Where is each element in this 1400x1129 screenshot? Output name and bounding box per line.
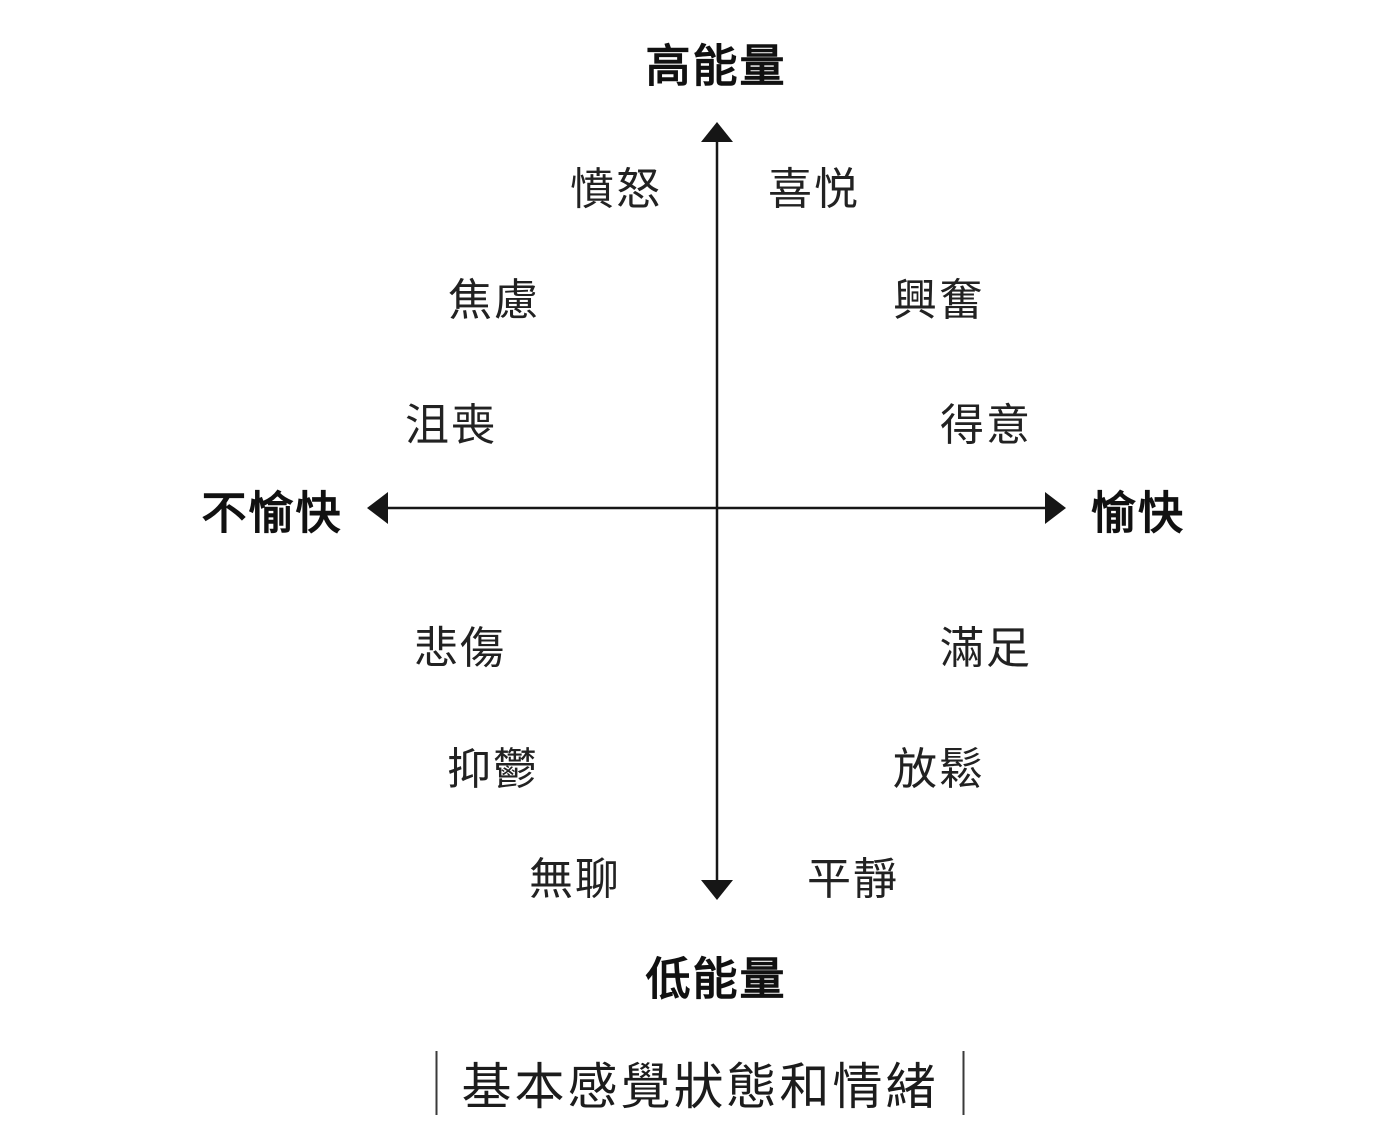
axis-label-unpleasant: 不愉快 (201, 487, 343, 539)
emotion-contentment: 滿足 (940, 624, 1032, 673)
left-arrowhead-icon (367, 492, 388, 524)
emotion-depression: 抑鬱 (447, 745, 539, 794)
emotion-frustration: 沮喪 (405, 401, 497, 450)
axis-label-high-energy: 高能量 (645, 40, 787, 92)
caption-divider-right (962, 1051, 965, 1115)
emotion-pride: 得意 (940, 401, 1032, 450)
axis-label-pleasant: 愉快 (1090, 487, 1186, 539)
caption: 基本感覺狀態和情緒 (435, 1047, 965, 1119)
emotion-anxiety: 焦慮 (448, 276, 540, 325)
emotion-anger: 憤怒 (570, 165, 662, 214)
up-arrowhead-icon (701, 122, 733, 142)
emotion-relaxation: 放鬆 (893, 745, 985, 794)
axis-label-low-energy: 低能量 (645, 953, 787, 1005)
emotion-calm: 平靜 (807, 855, 899, 904)
emotion-boredom: 無聊 (529, 855, 621, 904)
emotion-joy: 喜悦 (768, 165, 860, 214)
caption-title: 基本感覺狀態和情緒 (461, 1059, 939, 1115)
emotion-sadness: 悲傷 (414, 624, 506, 673)
emotion-excitement: 興奮 (893, 276, 985, 325)
right-arrowhead-icon (1045, 492, 1066, 524)
down-arrowhead-icon (701, 880, 733, 900)
caption-divider-left (435, 1051, 438, 1115)
